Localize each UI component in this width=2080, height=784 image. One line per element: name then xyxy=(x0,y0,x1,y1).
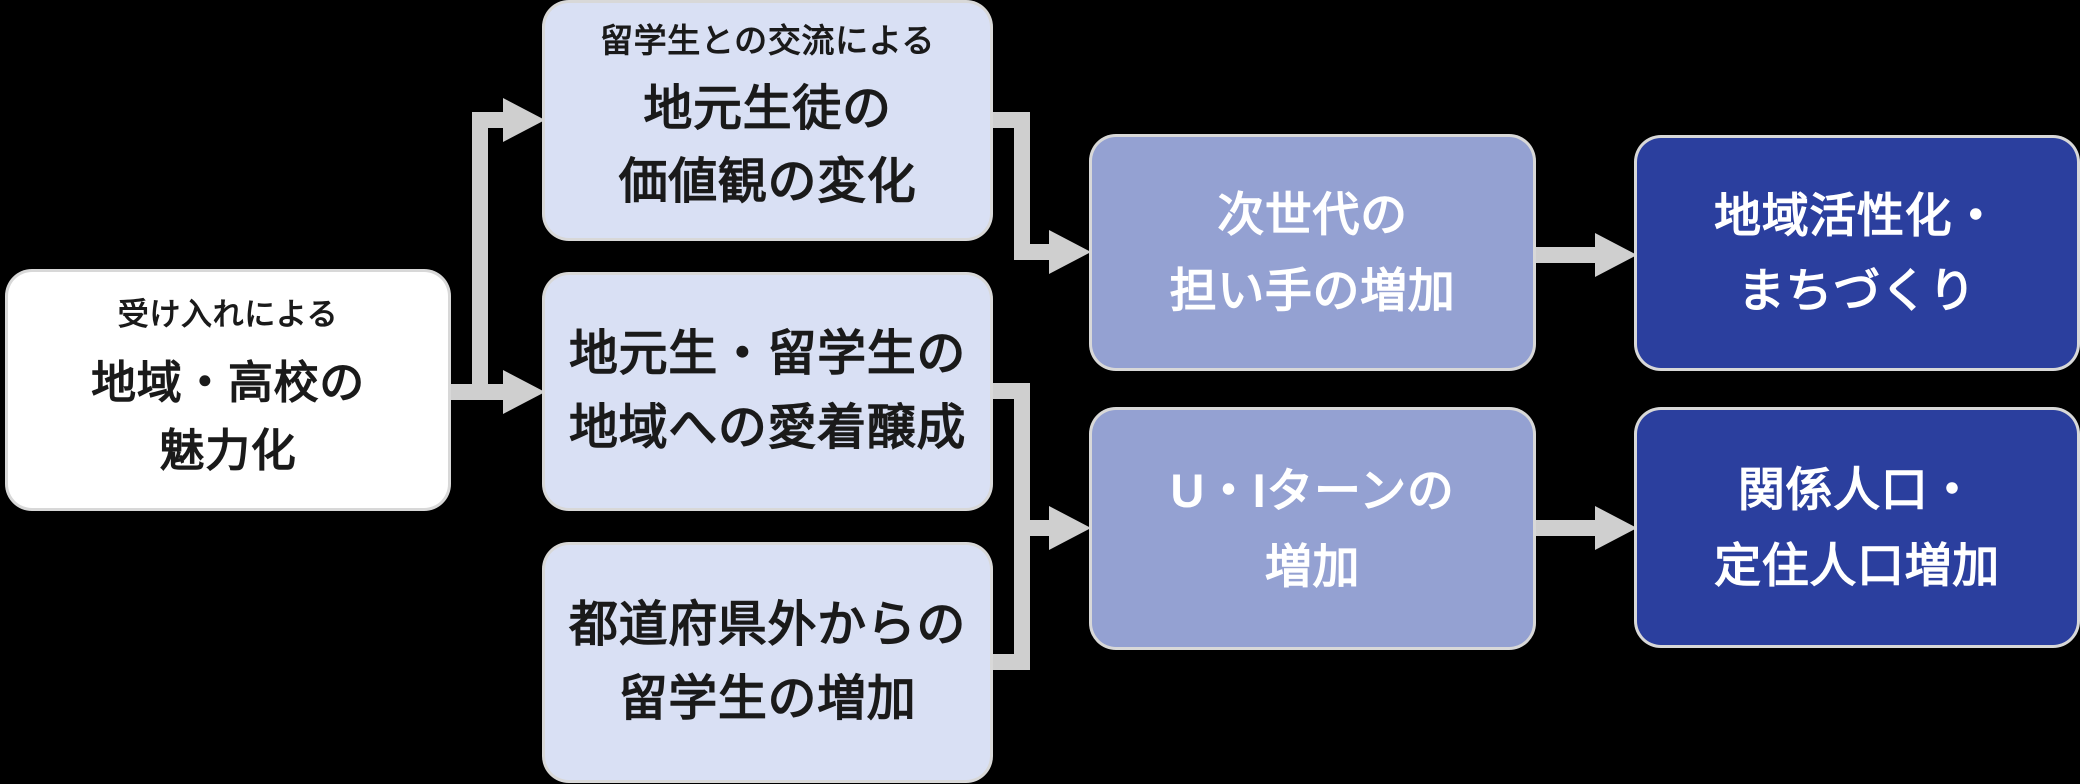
node-local-students-values-line1: 地元生徒の xyxy=(643,81,892,136)
node-regional-revitalization-line1: 地域活性化・ xyxy=(1714,188,2000,242)
arrow-source-branch-vertical xyxy=(472,112,488,400)
node-regional-revitalization-line2: まちづくり xyxy=(1737,264,1977,317)
node-ui-turn-increase-line1: U・Iターンの xyxy=(1170,464,1455,518)
arrowhead-values-to-nextgen xyxy=(1049,230,1091,274)
arrowhead-uiturn-to-population xyxy=(1595,506,1637,550)
node-regional-attachment-line2: 地域への愛着醸成 xyxy=(568,400,967,455)
node-next-generation-leaders: 次世代の 担い手の増加 xyxy=(1092,137,1533,368)
node-out-of-prefecture-students-line1: 都道府県外からの xyxy=(568,598,967,652)
node-region-school-appeal-line2: 魅力化 xyxy=(159,424,297,476)
node-ui-turn-increase-line2: 増加 xyxy=(1264,539,1361,593)
arrow-source-to-values-shaft xyxy=(472,112,506,128)
node-regional-attachment: 地元生・留学生の 地域への愛着醸成 xyxy=(545,275,990,508)
node-population-increase-line2: 定住人口増加 xyxy=(1714,538,2000,592)
node-population-increase-line1: 関係人口・ xyxy=(1737,463,1977,517)
node-next-generation-leaders-line2: 担い手の増加 xyxy=(1169,263,1456,317)
node-local-students-values-line2: 価値観の変化 xyxy=(618,155,917,210)
arrowhead-source-to-values xyxy=(503,98,545,142)
arrowhead-merge-to-uiturn xyxy=(1049,506,1091,550)
node-next-generation-leaders-line1: 次世代の xyxy=(1217,188,1408,242)
node-regional-revitalization: 地域活性化・ まちづくり xyxy=(1637,138,2077,368)
node-out-of-prefecture-students-line2: 留学生の増加 xyxy=(618,671,917,726)
arrow-uiturn-to-population-shaft xyxy=(1533,520,1597,536)
node-region-school-appeal: 受け入れによる 地域・高校の 魅力化 xyxy=(8,272,448,508)
node-out-of-prefecture-students: 都道府県外からの 留学生の増加 xyxy=(545,545,990,780)
node-region-school-appeal-tag: 受け入れによる xyxy=(117,296,339,332)
arrowhead-nextgen-to-revitalization xyxy=(1595,233,1637,277)
arrow-merge-to-uiturn-shaft xyxy=(1014,520,1052,536)
node-regional-attachment-line1: 地元生・留学生の xyxy=(568,327,967,381)
arrowhead-source-to-attachment xyxy=(503,370,545,414)
node-local-students-values-tag: 留学生との交流による xyxy=(599,22,936,60)
arrow-values-to-nextgen-shaft xyxy=(1014,244,1052,260)
node-region-school-appeal-line1: 地域・高校の xyxy=(91,357,365,409)
arrow-values-to-nextgen-vertical xyxy=(1014,112,1030,260)
node-ui-turn-increase: U・Iターンの 増加 xyxy=(1092,410,1533,647)
node-population-increase: 関係人口・ 定住人口増加 xyxy=(1637,410,2077,645)
arrow-students-exit xyxy=(990,654,1030,670)
arrow-nextgen-to-revitalization-shaft xyxy=(1533,247,1597,263)
node-local-students-values: 留学生との交流による 地元生徒の 価値観の変化 xyxy=(545,3,990,238)
